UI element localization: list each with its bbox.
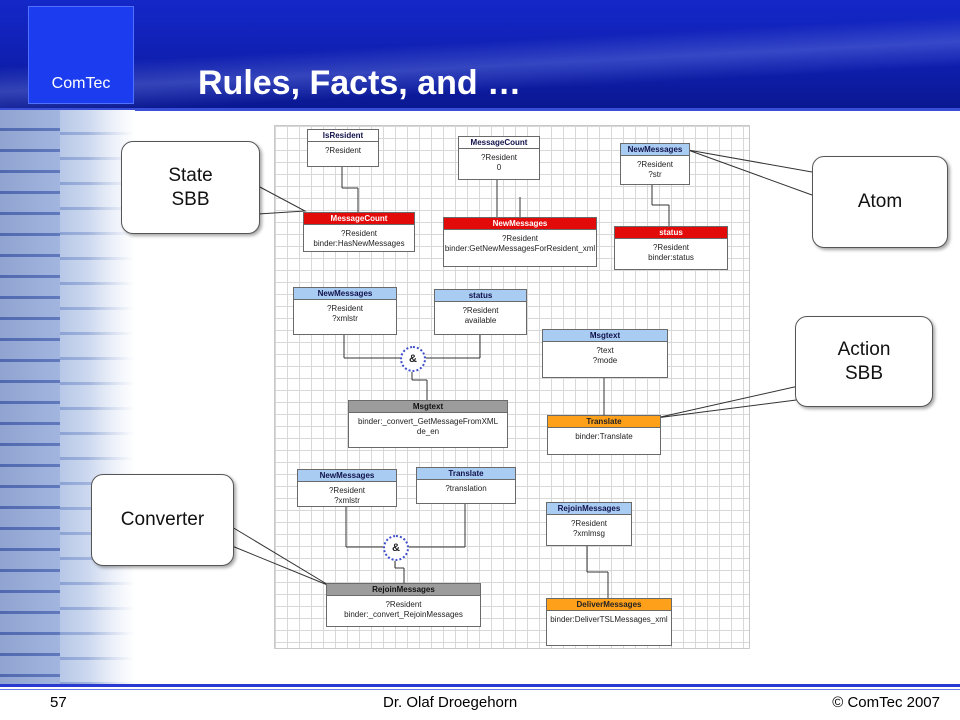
node-body: ?Resident 0 [480, 153, 518, 172]
footer-divider-thin [0, 689, 960, 690]
node-msgtext-top: Msgtext ?text ?mode [542, 329, 668, 378]
node-translate-action: Translate binder:Translate [547, 415, 661, 455]
node-body: ?Resident binder:GetNewMessagesForReside… [444, 234, 596, 253]
node-body: ?Resident binder:_convert_RejoinMessages [344, 600, 463, 619]
footer-author: Dr. Olaf Droegehorn [383, 694, 518, 711]
node-title: DeliverMessages [547, 599, 671, 611]
callout-atom: Atom [812, 156, 948, 248]
node-newmessages-atom: NewMessages ?Resident ?str [620, 143, 690, 185]
node-messagecount-state: MessageCount ?Resident binder:HasNewMess… [303, 212, 415, 252]
slide-number: 57 [50, 694, 67, 711]
node-body: ?Resident ?xmlstr [326, 304, 364, 323]
and-junction-mid: & [400, 346, 426, 372]
callout-converter: Converter [91, 474, 234, 566]
footer-divider [0, 684, 960, 687]
node-body: ?Resident binder:HasNewMessages [313, 229, 405, 248]
node-body: ?Resident [324, 146, 362, 155]
node-title: NewMessages [298, 470, 396, 482]
node-title: status [435, 290, 526, 302]
rule-diagram [274, 125, 750, 649]
node-title: RejoinMessages [327, 584, 480, 596]
node-title: NewMessages [621, 144, 689, 156]
node-status-red: status ?Resident binder:status [614, 226, 728, 270]
node-title: IsResident [308, 130, 378, 142]
slide-header: ComTec Rules, Facts, and … [0, 0, 960, 110]
node-body: binder:_convert_GetMessageFromXML de_en [357, 417, 499, 436]
tower-image [0, 110, 135, 684]
node-title: RejoinMessages [547, 503, 631, 515]
node-body: ?Resident ?xmlstr [328, 486, 366, 505]
node-body: ?Resident available [462, 306, 499, 325]
tower-left-stripes [0, 110, 60, 684]
node-newmessages-red: NewMessages ?Resident binder:GetNewMessa… [443, 217, 597, 267]
slide-title: Rules, Facts, and … [198, 64, 522, 102]
callout-action-sbb: Action SBB [795, 316, 933, 407]
node-body: ?Resident binder:status [648, 243, 694, 262]
callout-state-sbb: State SBB [121, 141, 260, 234]
node-title: NewMessages [444, 218, 596, 230]
node-title: MessageCount [459, 137, 539, 149]
node-body: binder:Translate [575, 432, 633, 441]
node-rejoin-top: RejoinMessages ?Resident ?xmlmsg [546, 502, 632, 546]
node-newmessages-mid: NewMessages ?Resident ?xmlstr [293, 287, 397, 335]
node-msgtext-converter: Msgtext binder:_convert_GetMessageFromXM… [348, 400, 508, 448]
node-title: NewMessages [294, 288, 396, 300]
node-translate-low: Translate ?translation [416, 467, 516, 504]
node-body: binder:DeliverTSLMessages_xml [550, 615, 668, 624]
comtec-logo: ComTec [28, 6, 134, 104]
node-title: Msgtext [349, 401, 507, 413]
node-messagecount-top: MessageCount ?Resident 0 [458, 136, 540, 180]
node-title: Msgtext [543, 330, 667, 342]
node-newmessages-low: NewMessages ?Resident ?xmlstr [297, 469, 397, 507]
logo-text: ComTec [51, 75, 111, 92]
node-deliver-action: DeliverMessages binder:DeliverTSLMessage… [546, 598, 672, 646]
node-title: Translate [548, 416, 660, 428]
node-title: MessageCount [304, 213, 414, 225]
node-rejoin-converter: RejoinMessages ?Resident binder:_convert… [326, 583, 481, 627]
node-title: status [615, 227, 727, 239]
node-body: ?Resident ?xmlmsg [570, 519, 608, 538]
node-body: ?Resident ?str [636, 160, 674, 179]
node-isresident: IsResident ?Resident [307, 129, 379, 167]
node-title: Translate [417, 468, 515, 480]
node-status-mid: status ?Resident available [434, 289, 527, 335]
node-body: ?text ?mode [592, 346, 618, 365]
header-divider [0, 108, 960, 111]
and-junction-low: & [383, 535, 409, 561]
node-body: ?translation [445, 484, 487, 493]
footer-copyright: © ComTec 2007 [832, 694, 940, 711]
